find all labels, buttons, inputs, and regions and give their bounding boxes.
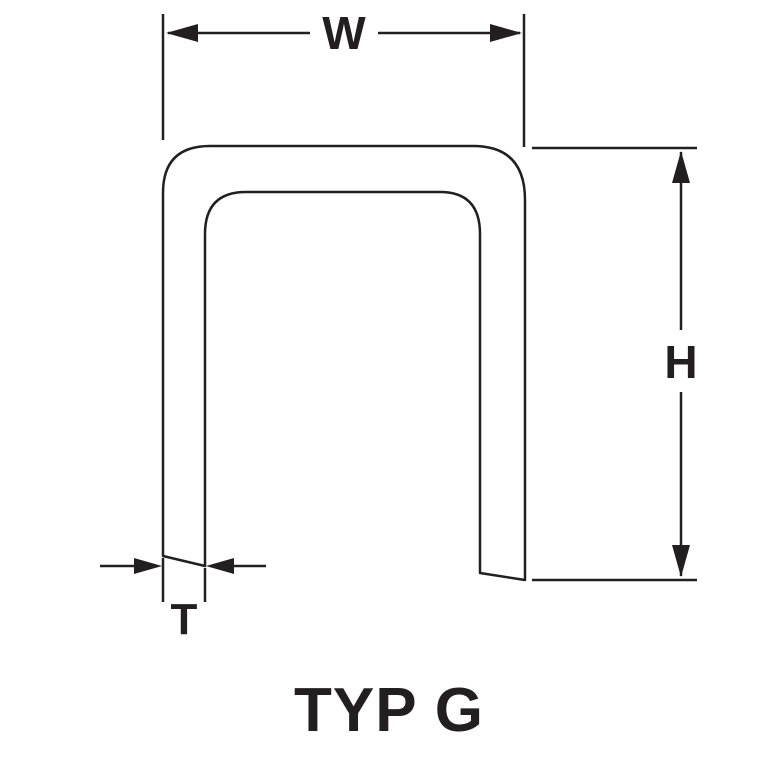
height-label: H <box>664 336 697 388</box>
arrowhead-up-icon <box>672 151 690 183</box>
width-label: W <box>322 7 366 59</box>
arrowhead-inward-right-icon <box>134 558 162 574</box>
arrowhead-inward-left-icon <box>206 558 234 574</box>
width-arrowheads <box>166 24 522 42</box>
arrowhead-down-icon <box>672 545 690 577</box>
height-arrowheads <box>672 151 690 577</box>
width-label-mask <box>310 8 378 58</box>
arrowhead-left-icon <box>166 24 198 42</box>
thickness-label: T <box>171 595 198 644</box>
thickness-dimension <box>100 558 266 602</box>
diagram-title: TYP G <box>294 676 484 745</box>
height-label-mask <box>657 330 705 392</box>
arrowhead-right-icon <box>490 24 522 42</box>
thickness-arrowheads <box>134 558 234 574</box>
staple-outline-shape <box>161 144 527 582</box>
